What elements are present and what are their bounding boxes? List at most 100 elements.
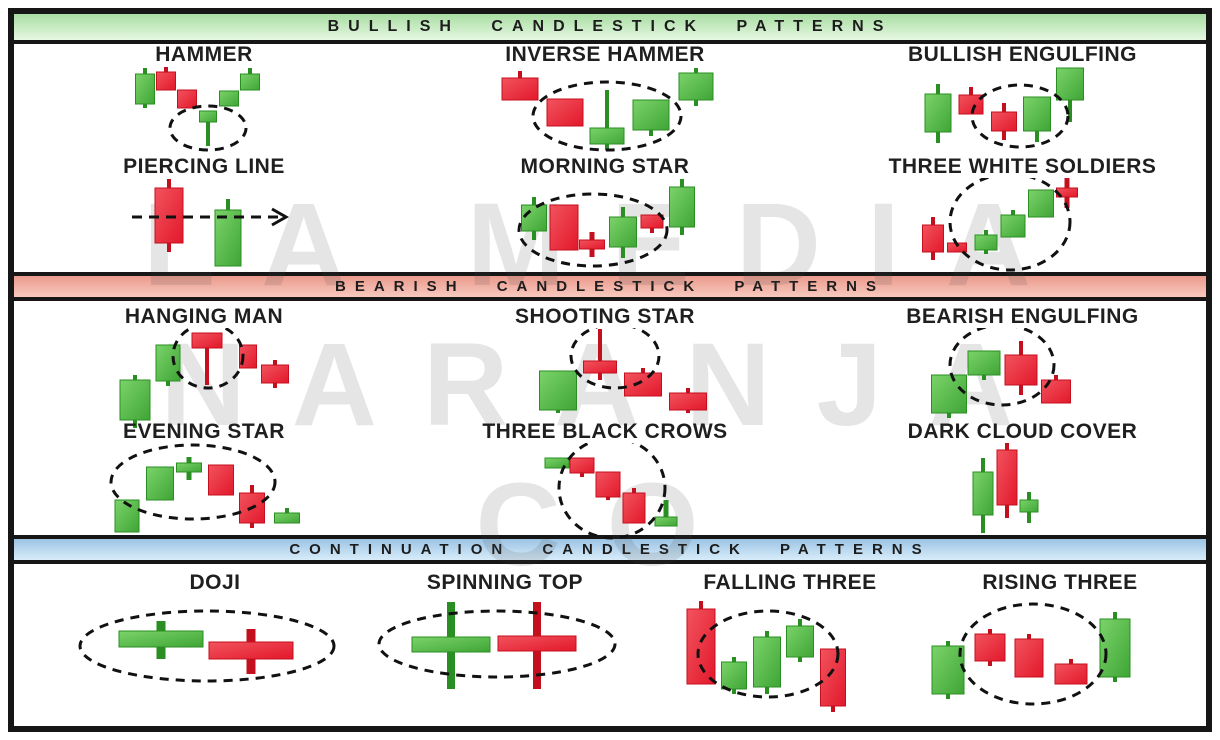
pattern-title-three-white-soldiers: THREE WHITE SOLDIERS xyxy=(888,155,1157,178)
pattern-title-bearish-engulfing: BEARISH ENGULFING xyxy=(906,305,1139,328)
pattern-title-dark-cloud-cover: DARK CLOUD COVER xyxy=(907,420,1138,443)
pattern-figure-spinning-top xyxy=(377,602,617,689)
pattern-inverse-hammer: INVERSE HAMMER xyxy=(440,44,770,166)
candle-body-red xyxy=(996,449,1018,506)
pattern-hammer: HAMMER xyxy=(64,44,344,166)
highlight-ellipse-icon xyxy=(377,609,617,679)
candle-body-red xyxy=(922,224,944,253)
pattern-three-white-soldiers: THREE WHITE SOLDIERS xyxy=(850,156,1195,278)
candle-body-green xyxy=(119,379,151,421)
candle-body-green xyxy=(135,73,155,105)
pattern-hanging-man: HANGING MAN xyxy=(64,306,344,433)
pattern-figure-bullish-engulfing xyxy=(924,67,1084,149)
highlight-ellipse-icon xyxy=(948,328,1056,407)
pattern-shooting-star: SHOOTING STAR xyxy=(440,306,770,433)
candle-body-green xyxy=(974,234,998,251)
pattern-title-spinning-top: SPINNING TOP xyxy=(426,571,584,594)
section-header-bearish: BEARISH CANDLESTICK PATTERNS xyxy=(14,272,1206,301)
highlight-ellipse-icon xyxy=(569,328,661,390)
candle-body-red xyxy=(569,457,595,474)
candle-body-red xyxy=(640,214,664,229)
candle-body-red xyxy=(177,89,197,109)
highlight-ellipse-icon xyxy=(109,443,277,521)
pattern-figure-piercing-line xyxy=(132,179,290,267)
candle-body-green xyxy=(721,661,747,690)
pattern-bearish-engulfing: BEARISH ENGULFING xyxy=(850,306,1195,433)
candle-body-green xyxy=(521,204,547,232)
pattern-title-morning-star: MORNING STAR xyxy=(520,155,690,178)
candle-body-green xyxy=(214,209,242,267)
pattern-spinning-top: SPINNING TOP xyxy=(360,572,650,724)
pattern-piercing-line: PIERCING LINE xyxy=(64,156,344,278)
highlight-ellipse-icon xyxy=(958,602,1108,706)
highlight-ellipse-icon xyxy=(696,609,840,699)
candle-body-red xyxy=(669,392,707,411)
candle-body-red xyxy=(991,111,1017,132)
pattern-figure-bearish-engulfing xyxy=(931,328,1071,418)
candle-body-green xyxy=(544,457,570,469)
pattern-title-evening-star: EVENING STAR xyxy=(123,420,285,443)
pattern-title-hammer: HAMMER xyxy=(155,43,253,66)
doji-body-red xyxy=(579,239,605,250)
candle-body-red xyxy=(1014,638,1044,678)
candle-body-red xyxy=(208,464,234,496)
highlight-ellipse-icon xyxy=(557,443,667,540)
candle-body-green xyxy=(219,90,239,107)
highlight-ellipse-icon xyxy=(168,104,248,152)
candle-body-green xyxy=(924,93,952,133)
candle-body-green xyxy=(1023,96,1051,132)
candle-body-red xyxy=(622,492,646,524)
section-header-bearish-label: BEARISH CANDLESTICK PATTERNS xyxy=(335,278,885,295)
candle-body-green xyxy=(1019,499,1039,513)
patterns-stage: HAMMER INVERSE HAMMER BULLISH ENGULFING PIE… xyxy=(14,14,1206,726)
candle-body-green xyxy=(1028,189,1054,218)
candle-body-green xyxy=(589,127,625,145)
candle-body-green xyxy=(274,512,300,524)
highlight-ellipse-icon xyxy=(171,328,245,390)
pattern-doji: DOJI xyxy=(70,572,360,724)
candle-body-green xyxy=(146,466,174,501)
candle-body-green xyxy=(632,99,670,131)
pattern-three-black-crows: THREE BLACK CROWS xyxy=(440,421,770,543)
candle-body-red xyxy=(583,360,617,374)
candle-body-green xyxy=(678,72,714,101)
candle-body-green xyxy=(669,186,695,228)
pattern-bullish-engulfing: BULLISH ENGULFING xyxy=(850,44,1195,166)
section-header-bullish-label: BULLISH CANDLESTICK PATTERNS xyxy=(327,18,893,35)
pattern-title-hanging-man: HANGING MAN xyxy=(124,305,284,328)
pattern-evening-star: EVENING STAR xyxy=(64,421,344,543)
doji-body-green xyxy=(654,516,678,527)
candle-body-green xyxy=(967,350,1001,376)
pattern-figure-evening-star xyxy=(109,443,300,533)
candle-body-green xyxy=(539,370,577,411)
doji-body-green xyxy=(411,636,491,653)
highlight-ellipse-icon xyxy=(78,609,336,683)
pattern-figure-dark-cloud-cover xyxy=(972,443,1039,533)
pattern-figure-three-white-soldiers xyxy=(922,178,1078,272)
highlight-ellipse-icon xyxy=(970,83,1070,149)
candle-body-green xyxy=(609,216,637,248)
candle-body-red xyxy=(624,372,662,397)
pattern-title-doji: DOJI xyxy=(189,571,241,594)
candle-body-green xyxy=(240,73,260,91)
candle-body-green xyxy=(931,374,967,414)
pattern-title-piercing-line: PIERCING LINE xyxy=(123,155,285,178)
candle-body-green xyxy=(1099,618,1131,678)
candle-body-red xyxy=(958,94,984,115)
pattern-title-three-black-crows: THREE BLACK CROWS xyxy=(482,420,728,443)
candle-body-red xyxy=(261,364,289,384)
pattern-figure-rising-three xyxy=(931,602,1131,706)
pattern-morning-star: MORNING STAR xyxy=(440,156,770,278)
pattern-title-rising-three: RISING THREE xyxy=(982,571,1138,594)
candle-body-green xyxy=(786,625,814,658)
pattern-falling-three: FALLING THREE xyxy=(650,572,930,724)
doji-body-red xyxy=(497,635,577,652)
candle-body-green xyxy=(199,110,217,123)
pattern-figure-hanging-man xyxy=(119,328,289,428)
pattern-figure-shooting-star xyxy=(539,328,707,413)
highlight-ellipse-icon xyxy=(948,178,1072,272)
candle-body-green xyxy=(972,471,994,516)
candle-body-red xyxy=(974,633,1006,662)
pattern-figure-hammer xyxy=(135,67,260,152)
section-header-continuation-label: CONTINUATION CANDLESTICK PATTERNS xyxy=(289,541,931,558)
